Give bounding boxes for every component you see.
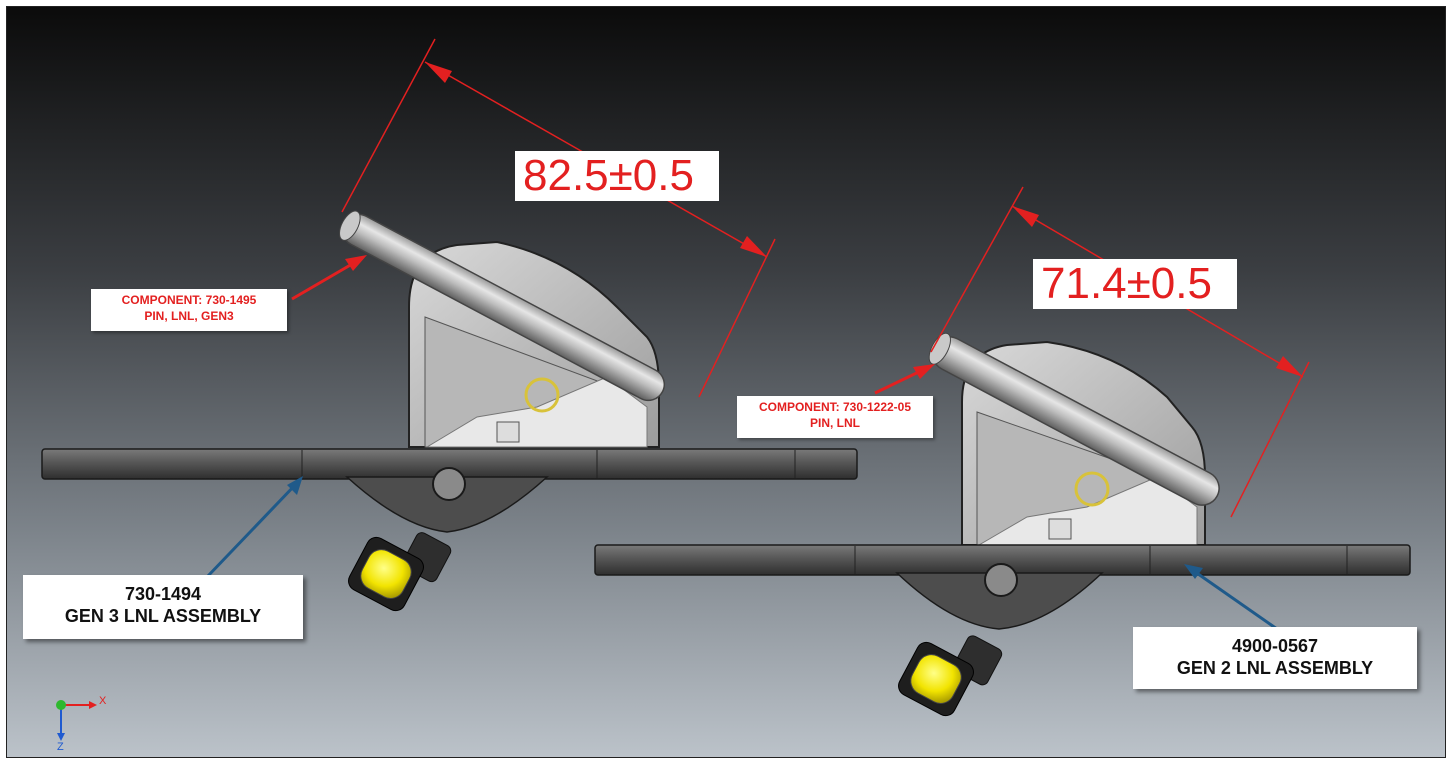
gen3-assembly-leader bbox=[205, 476, 303, 579]
gen3-spring bbox=[524, 377, 560, 413]
gen3-pin-leader bbox=[291, 255, 367, 301]
gen3-hub-bore bbox=[432, 467, 466, 501]
gen2-assembly-leader bbox=[1184, 564, 1278, 631]
gen2-pin-leader bbox=[874, 364, 935, 395]
gen2-hub-bore bbox=[984, 563, 1018, 597]
gen2-knob bbox=[898, 635, 1003, 717]
gen2-assembly-name: GEN 2 LNL ASSEMBLY bbox=[1176, 658, 1374, 678]
gen3-pin-component-number: COMPONENT: 730-1495 bbox=[121, 293, 257, 307]
gen2-clip bbox=[1048, 518, 1072, 540]
gen2-pin-component-number: COMPONENT: 730-1222-05 bbox=[758, 400, 912, 414]
gen3-pin-callout: COMPONENT: 730-1495 PIN, LNL, GEN3 bbox=[91, 289, 287, 331]
gen2-assembly-callout: 4900-0567 GEN 2 LNL ASSEMBLY bbox=[1133, 627, 1417, 689]
cad-viewport[interactable]: 82.5±0.5 71.4±0.5 COMPONENT: 730-1495 PI… bbox=[6, 6, 1446, 758]
gen2-assembly-part-number: 4900-0567 bbox=[1231, 636, 1319, 656]
gen3-assembly-model[interactable] bbox=[41, 208, 858, 622]
triad-z-label: Z bbox=[57, 741, 64, 753]
triad-x-label: X bbox=[99, 695, 107, 707]
coordinate-triad bbox=[56, 700, 97, 741]
gen2-spring bbox=[1074, 471, 1110, 507]
gen3-assembly-name: GEN 3 LNL ASSEMBLY bbox=[64, 606, 262, 626]
gen2-pin-description: PIN, LNL bbox=[810, 416, 860, 430]
gen3-hub bbox=[345, 476, 549, 533]
gen3-assembly-callout: 730-1494 GEN 3 LNL ASSEMBLY bbox=[23, 575, 303, 639]
gen3-pin bbox=[339, 210, 666, 402]
gen3-knob bbox=[348, 532, 452, 612]
gen3-assembly-part-number: 730-1494 bbox=[124, 584, 202, 604]
gen3-pin-description: PIN, LNL, GEN3 bbox=[144, 309, 234, 323]
gen3-dimension-value: 82.5±0.5 bbox=[515, 151, 719, 201]
gen2-assembly-model[interactable] bbox=[594, 330, 1411, 727]
gen2-hub bbox=[895, 572, 1104, 630]
gen2-dimension-value: 71.4±0.5 bbox=[1033, 259, 1237, 309]
gen3-clip bbox=[496, 421, 520, 443]
gen2-pin-callout: COMPONENT: 730-1222-05 PIN, LNL bbox=[737, 396, 933, 438]
